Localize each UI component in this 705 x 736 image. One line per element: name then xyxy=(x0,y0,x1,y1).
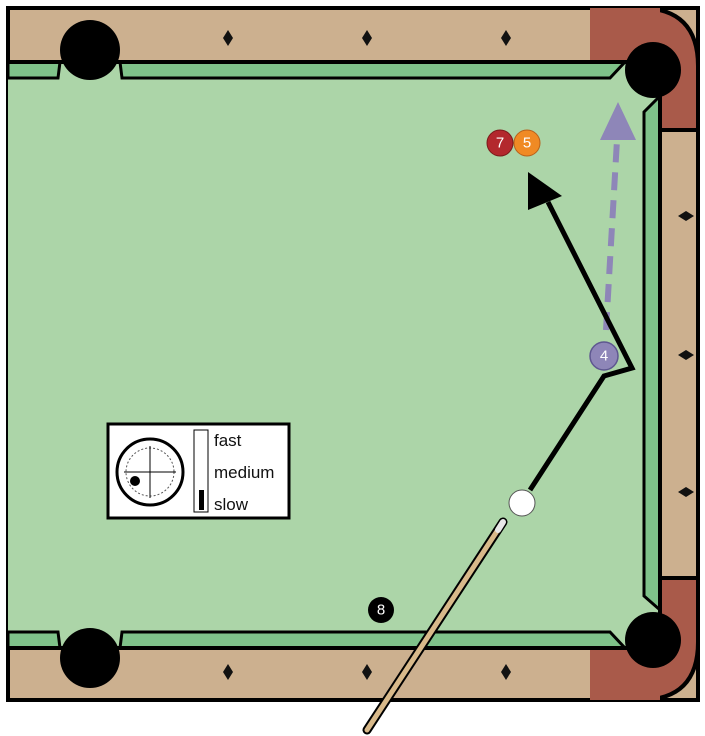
cushion-left-bottom xyxy=(8,632,60,648)
ball-5: 5 xyxy=(514,130,540,156)
pocket-top-right xyxy=(625,42,681,98)
ball-8: 8 xyxy=(368,597,394,623)
speed-label-slow: slow xyxy=(214,495,249,514)
cushion-right xyxy=(644,96,660,610)
ball-5-label: 5 xyxy=(523,135,531,152)
ball-4: 4 xyxy=(590,342,618,370)
pocket-bottom-right xyxy=(625,612,681,668)
cue-ball-spin-indicator xyxy=(117,439,183,505)
cushion-top xyxy=(120,62,625,78)
spin-contact-point xyxy=(130,476,140,486)
cue-ball xyxy=(509,490,535,516)
pocket-top-left xyxy=(60,20,120,80)
cue-tip xyxy=(498,522,503,530)
pocket-bottom-left xyxy=(60,628,120,688)
ball-7-label: 7 xyxy=(496,135,504,152)
ball-7: 7 xyxy=(487,130,513,156)
cushion-bottom xyxy=(120,632,625,648)
cushion-left-top xyxy=(8,62,60,78)
shot-legend: fast medium slow xyxy=(108,424,289,518)
speed-bar-fill xyxy=(199,490,204,510)
ball-8-label: 8 xyxy=(377,602,385,619)
speed-label-medium: medium xyxy=(214,463,274,482)
speed-label-fast: fast xyxy=(214,431,242,450)
speed-bar xyxy=(194,430,208,512)
ball-4-label: 4 xyxy=(600,348,608,365)
cloth xyxy=(8,62,660,648)
